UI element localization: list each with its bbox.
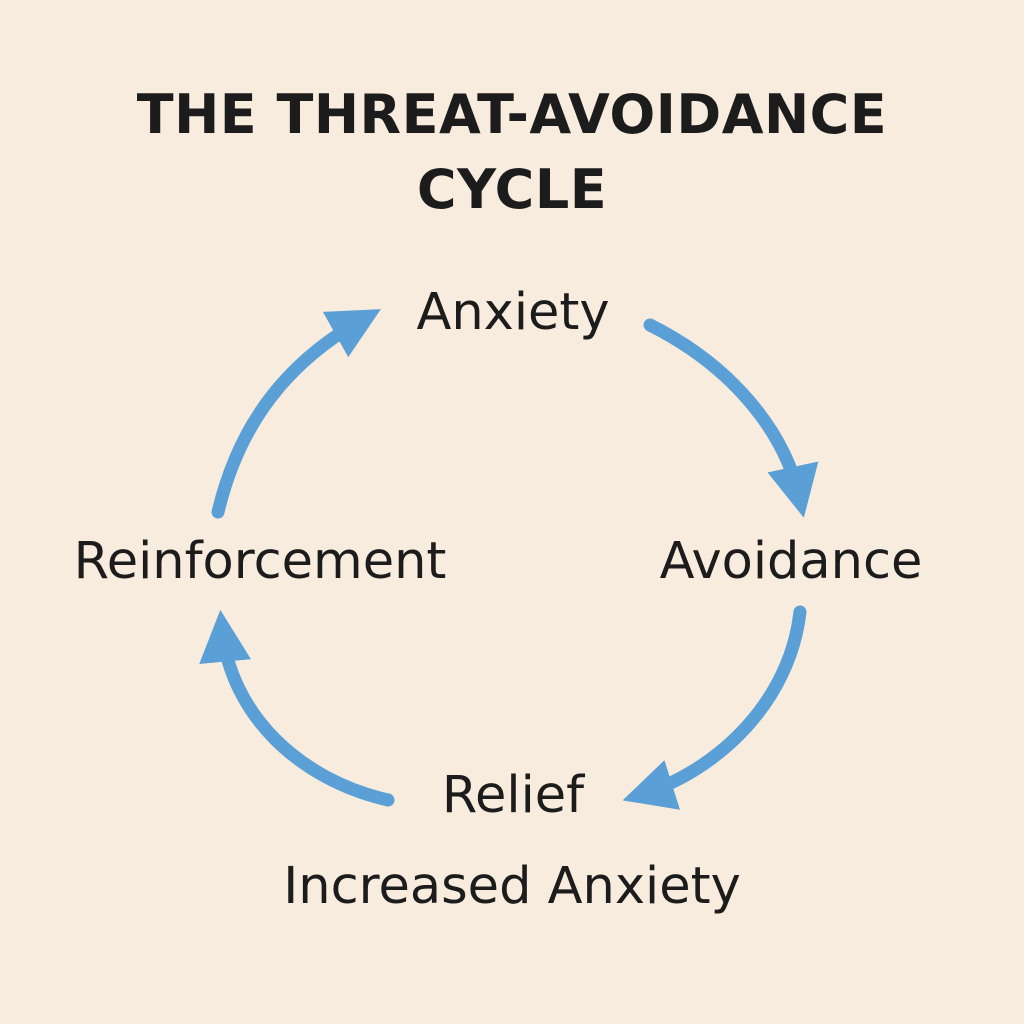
diagram-title-line-1: THE THREAT-AVOIDANCE xyxy=(136,83,888,146)
arrow-avoidance-to-relief xyxy=(622,605,807,810)
node-increased-anxiety: Increased Anxiety xyxy=(283,857,741,916)
arrow-relief-to-reinforcement xyxy=(199,609,395,807)
arrow-anxiety-to-avoidance xyxy=(643,318,819,518)
node-reinforcement: Reinforcement xyxy=(73,532,447,591)
node-avoidance: Avoidance xyxy=(659,532,923,591)
node-anxiety: Anxiety xyxy=(416,283,610,342)
diagram-title-line-2: CYCLE xyxy=(416,158,608,221)
arrow-reinforcement-to-anxiety xyxy=(211,309,381,519)
node-relief: Relief xyxy=(441,766,585,825)
